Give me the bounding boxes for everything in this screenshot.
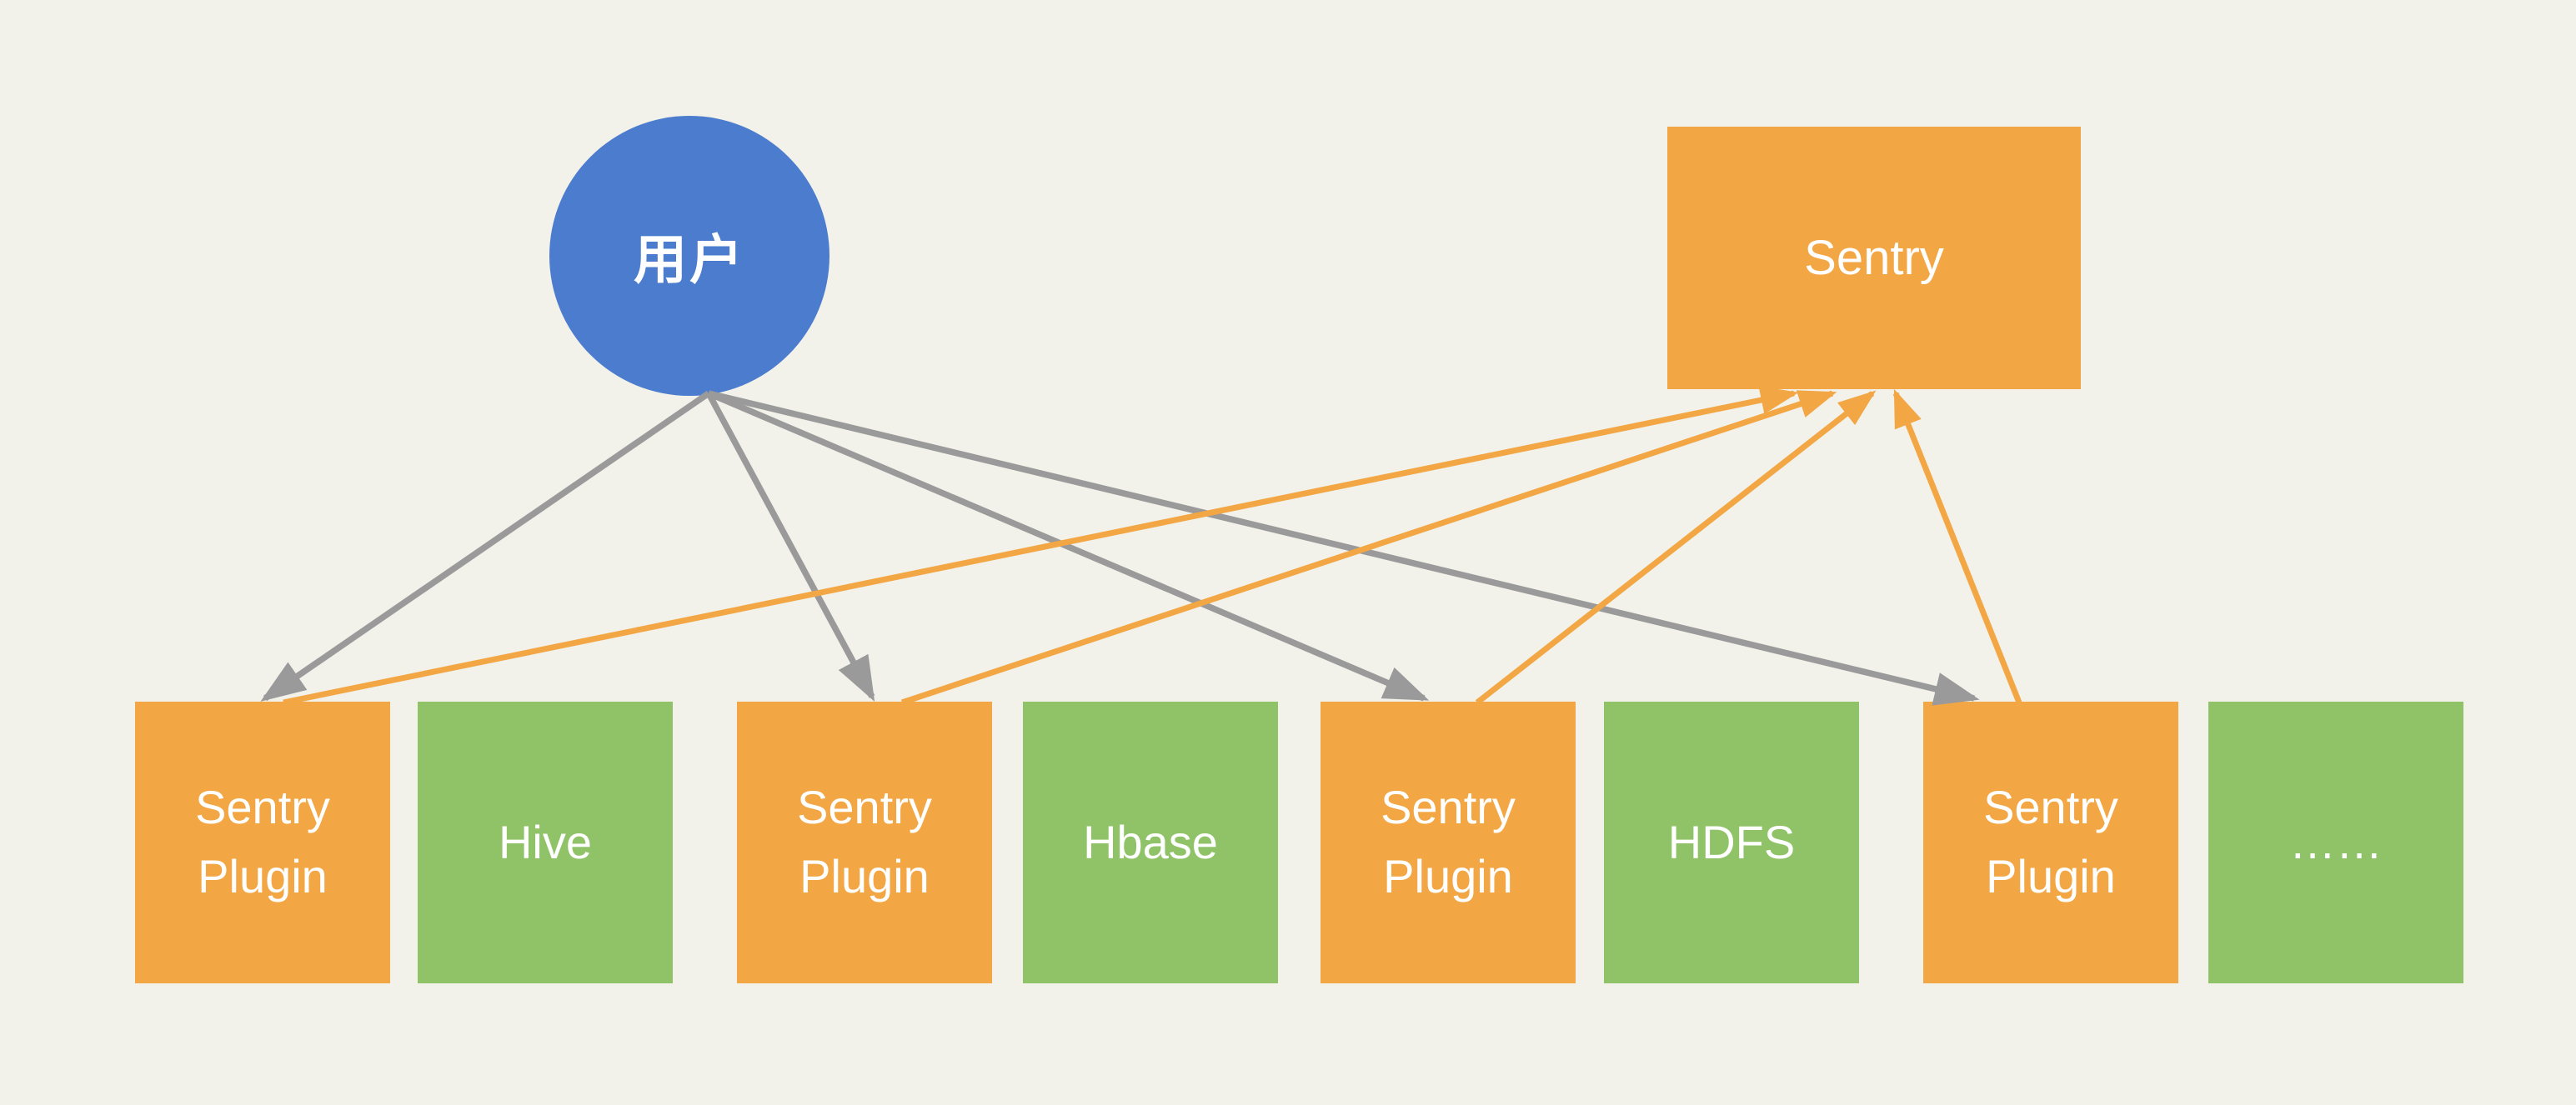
- node-sentry-plugin-1: Sentry Plugin: [135, 702, 390, 983]
- edge-plugin-1-to-sentry: [283, 386, 1799, 706]
- edge-user-to-plugin-4: [708, 390, 1980, 706]
- node-hbase: Hbase: [1023, 702, 1278, 983]
- edge-user-to-plugin-3: [707, 390, 1430, 702]
- edge-user-to-plugin-2: [705, 392, 875, 702]
- node-hdfs: HDFS: [1604, 702, 1859, 983]
- node-hive: Hive: [418, 702, 673, 983]
- node-sentry-plugin-1-label: Sentry Plugin: [195, 781, 330, 902]
- node-hdfs-label: HDFS: [1667, 815, 1796, 868]
- node-user-label: 用户: [634, 230, 745, 290]
- node-ellipsis-label: ……: [2289, 815, 2383, 868]
- node-hbase-label: Hbase: [1083, 815, 1218, 868]
- edge-user-to-plugin-1: [260, 390, 711, 702]
- node-sentry-plugin-4: Sentry Plugin: [1923, 702, 2178, 983]
- node-sentry-plugin-2: Sentry Plugin: [737, 702, 992, 983]
- node-ellipsis: ……: [2208, 702, 2463, 983]
- node-sentry-plugin-2-label: Sentry Plugin: [797, 781, 932, 902]
- node-sentry-plugin-3: Sentry Plugin: [1321, 702, 1576, 983]
- node-user: 用户: [549, 116, 829, 396]
- node-sentry-plugin-4-label: Sentry Plugin: [1983, 781, 2118, 902]
- edge-plugin-3-to-sentry: [1475, 390, 1877, 705]
- node-sentry-label: Sentry: [1804, 231, 1944, 285]
- edge-plugin-2-to-sentry: [900, 390, 1837, 706]
- node-sentry: Sentry: [1667, 127, 2081, 389]
- node-hive-label: Hive: [498, 815, 593, 868]
- node-sentry-plugin-3-label: Sentry Plugin: [1381, 781, 1516, 902]
- edge-plugin-4-to-sentry: [1892, 388, 2022, 704]
